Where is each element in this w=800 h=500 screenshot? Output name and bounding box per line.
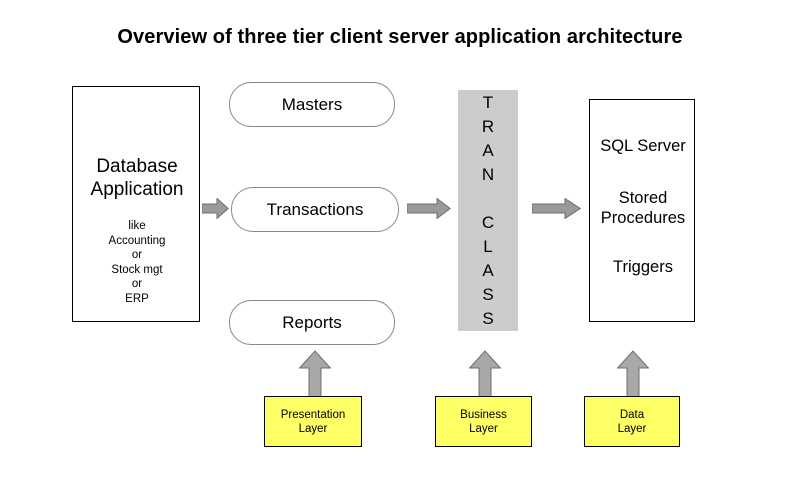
triggers-label: Triggers	[613, 258, 673, 276]
database-application-subtitle: like Accounting or Stock mgt or ERP	[108, 220, 166, 305]
tier-label-business-layer: Business Layer	[460, 408, 507, 435]
database-application-title: Database Application	[90, 156, 184, 200]
arrow-right-icon-tranclass-to-sql	[532, 198, 581, 219]
tier-label-data-layer: Data Layer	[617, 408, 647, 435]
sql-server-box: SQL Server Stored Procedures Triggers	[589, 99, 695, 322]
arrow-up-icon-data-layer	[617, 350, 649, 397]
module-label-masters: Masters	[281, 94, 343, 114]
database-application-box: Database Application like Accounting or …	[72, 86, 200, 322]
tier-box-data-layer[interactable]: Data Layer	[584, 396, 680, 447]
module-box-reports[interactable]: Reports	[229, 300, 395, 345]
arrow-up-icon-business-layer	[469, 350, 501, 397]
module-label-reports: Reports	[282, 312, 342, 332]
arrow-right-icon-transactions-to-tranclass	[407, 198, 451, 219]
arrow-right-icon-db-to-transactions	[202, 198, 229, 219]
arrow-up-icon-presentation-layer	[299, 350, 331, 397]
tier-box-presentation-layer[interactable]: Presentation Layer	[264, 396, 362, 447]
module-label-transactions: Transactions	[266, 199, 364, 219]
tran-class-column: T R A N C L A S S	[458, 90, 518, 331]
tier-box-business-layer[interactable]: Business Layer	[435, 396, 532, 447]
tier-label-presentation-layer: Presentation Layer	[280, 408, 346, 435]
tran-class-label: T R A N C L A S S	[481, 92, 495, 328]
module-box-masters[interactable]: Masters	[229, 82, 395, 127]
page-title: Overview of three tier client server app…	[117, 26, 683, 48]
sql-server-label: SQL Server	[600, 137, 686, 155]
module-box-transactions[interactable]: Transactions	[231, 187, 399, 232]
stored-procedures-label: Stored Procedures	[600, 189, 686, 227]
